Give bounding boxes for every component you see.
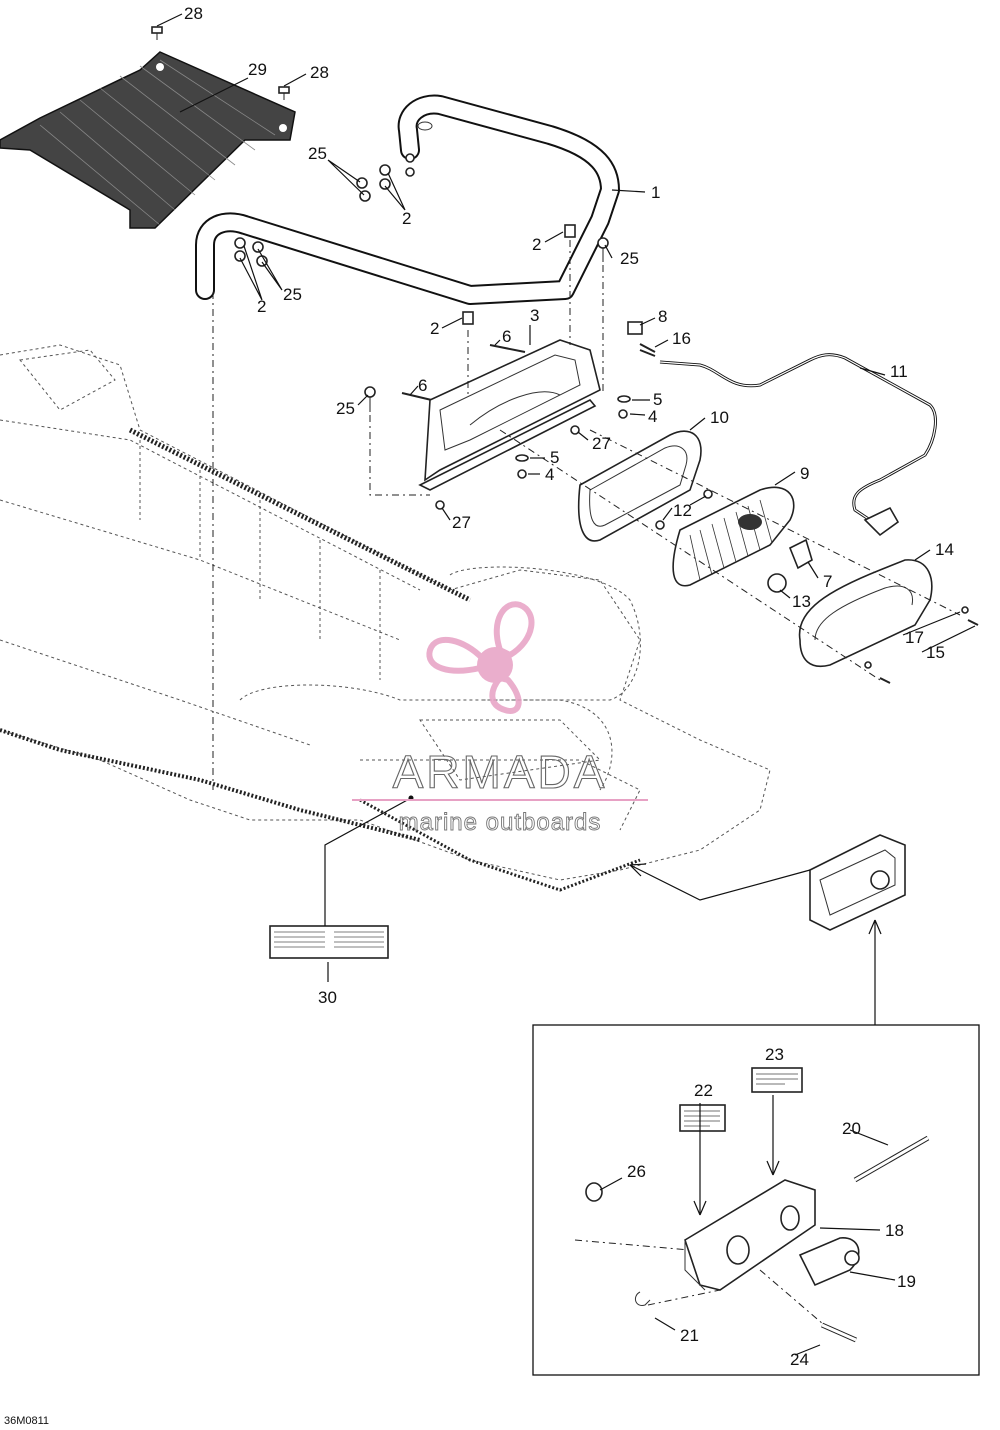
callout-26: 26 bbox=[627, 1162, 646, 1181]
hitch-detail-box bbox=[532, 1024, 980, 1376]
assembly-lines bbox=[212, 240, 961, 1331]
callout-30: 30 bbox=[318, 988, 337, 1007]
callout-2b: 2 bbox=[257, 297, 266, 316]
bulb-socket-parts bbox=[655, 489, 979, 684]
callout-28: 28 bbox=[184, 4, 203, 23]
snowmobile-frame-outline bbox=[0, 344, 771, 892]
callout-22: 22 bbox=[694, 1081, 713, 1100]
callout-4: 4 bbox=[648, 407, 657, 426]
hitch-small-view bbox=[629, 834, 906, 1025]
drawing-code: 36M0811 bbox=[4, 1415, 49, 1427]
callout-19: 19 bbox=[897, 1272, 916, 1291]
callout-14: 14 bbox=[935, 540, 954, 559]
watermark-logo: ARMADA marine outboards bbox=[352, 601, 648, 836]
callout-25d: 25 bbox=[336, 399, 355, 418]
grab-handle-1 bbox=[195, 94, 620, 305]
watermark-tagline: marine outboards bbox=[399, 809, 602, 836]
callout-7: 7 bbox=[823, 572, 832, 591]
callout-6: 6 bbox=[502, 327, 511, 346]
callout-4b: 4 bbox=[545, 465, 554, 484]
mat-29 bbox=[0, 51, 296, 229]
callout-21: 21 bbox=[680, 1326, 699, 1345]
callout-labels: 1 2 2 2 2 3 4 4 5 5 6 6 7 8 9 10 11 12 1… bbox=[184, 4, 954, 1369]
propeller-icon bbox=[426, 601, 535, 714]
callout-29: 29 bbox=[248, 60, 267, 79]
wire-harness-11 bbox=[659, 353, 937, 537]
callout-28b: 28 bbox=[310, 63, 329, 82]
callout-23: 23 bbox=[765, 1045, 784, 1064]
callout-3: 3 bbox=[530, 306, 539, 325]
callout-12: 12 bbox=[673, 501, 692, 520]
callout-13: 13 bbox=[792, 592, 811, 611]
callout-24: 24 bbox=[790, 1350, 809, 1369]
callout-5: 5 bbox=[653, 390, 662, 409]
callout-16: 16 bbox=[672, 329, 691, 348]
callout-20: 20 bbox=[842, 1119, 861, 1138]
reflector-9 bbox=[672, 486, 795, 587]
callout-1: 1 bbox=[651, 183, 660, 202]
callout-8: 8 bbox=[658, 307, 667, 326]
callout-10: 10 bbox=[710, 408, 729, 427]
callout-25c: 25 bbox=[620, 249, 639, 268]
callout-18: 18 bbox=[885, 1221, 904, 1240]
decal-30 bbox=[269, 795, 414, 982]
bracket-3 bbox=[418, 339, 601, 491]
callout-25b: 25 bbox=[283, 285, 302, 304]
callout-5b: 5 bbox=[550, 448, 559, 467]
callout-2: 2 bbox=[402, 209, 411, 228]
watermark-brand: ARMADA bbox=[393, 746, 608, 798]
callout-9: 9 bbox=[800, 464, 809, 483]
callout-27: 27 bbox=[592, 434, 611, 453]
callout-27b: 27 bbox=[452, 513, 471, 532]
callout-2c: 2 bbox=[532, 235, 541, 254]
callout-17: 17 bbox=[905, 628, 924, 647]
callout-6b: 6 bbox=[418, 376, 427, 395]
lens-14 bbox=[798, 559, 933, 667]
callout-15: 15 bbox=[926, 643, 945, 662]
light-housing-10 bbox=[577, 430, 702, 542]
callout-2d: 2 bbox=[430, 319, 439, 338]
hardware-pieces bbox=[151, 26, 656, 510]
callout-25: 25 bbox=[308, 144, 327, 163]
leader-lines bbox=[156, 13, 976, 1356]
callout-11: 11 bbox=[890, 362, 908, 381]
